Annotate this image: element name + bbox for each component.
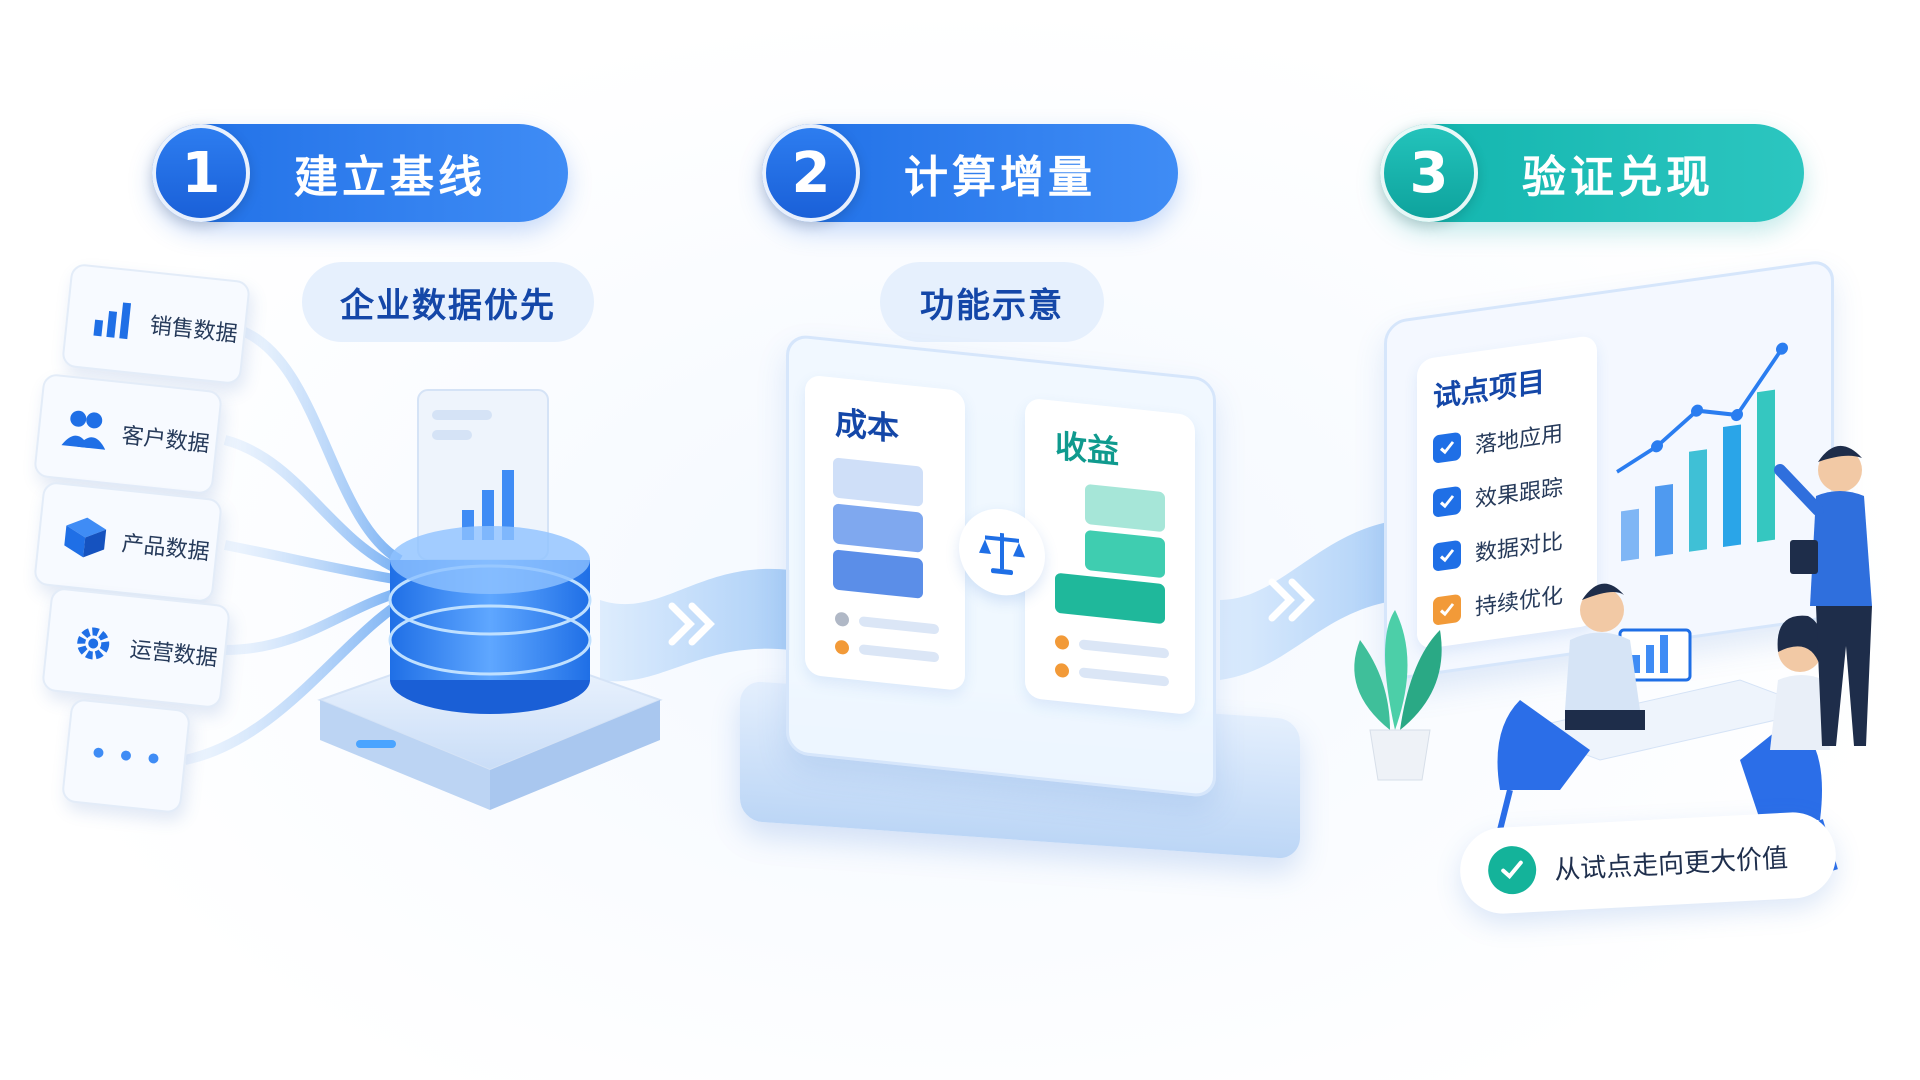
- step-2-number: 2: [762, 124, 860, 222]
- source-label: 产品数据: [120, 531, 211, 566]
- step-2-label: 计算增量: [904, 152, 1096, 203]
- step-1-number: 1: [152, 124, 250, 222]
- cube-icon: [60, 512, 111, 563]
- step-2-pill: 2 计算增量: [762, 124, 1178, 222]
- team-illustration: [1354, 445, 1872, 871]
- source-label: 运营数据: [128, 637, 219, 672]
- gear-icon: [68, 618, 119, 669]
- pilot-list-card: 试点项目 落地应用 效果跟踪 数据对比 持续优化: [1417, 334, 1597, 650]
- more-icon: • • •: [87, 735, 165, 777]
- check-circle-icon: [1486, 844, 1538, 896]
- step-3-label: 验证兑现: [1522, 152, 1714, 203]
- database-illustration: [317, 389, 663, 810]
- source-card-product: 产品数据: [33, 480, 223, 604]
- balance-scale-icon: [959, 504, 1045, 600]
- banner-text: 从试点走向更大价值: [1553, 843, 1789, 886]
- pilot-item-1: 落地应用: [1433, 415, 1563, 465]
- value-banner: 从试点走向更大价值: [1458, 810, 1838, 916]
- checkbox-checked-icon: [1433, 485, 1461, 518]
- source-card-customer: 客户数据: [33, 372, 223, 496]
- growth-chart-icon: [1616, 342, 1788, 562]
- compare-panel: 成本 收益: [786, 333, 1216, 799]
- checkbox-checked-icon: [1433, 431, 1461, 464]
- step-1-label: 建立基线: [294, 152, 486, 203]
- bar-chart-icon: [88, 294, 139, 345]
- cost-card: 成本: [805, 374, 965, 692]
- source-card-more: • • •: [60, 698, 192, 814]
- source-card-operations: 运营数据: [41, 586, 231, 710]
- pilot-item-3: 数据对比: [1433, 523, 1563, 573]
- step-1-pill: 1 建立基线: [152, 124, 568, 222]
- pilot-item-2: 效果跟踪: [1433, 469, 1563, 519]
- users-icon: [60, 404, 111, 455]
- step-2-subtitle: 功能示意: [880, 262, 1104, 342]
- cost-label: 成本: [835, 403, 900, 449]
- checkbox-checked-icon: [1433, 539, 1461, 572]
- step-3-pill: 3 验证兑现: [1380, 124, 1804, 222]
- source-card-sales: 销售数据: [61, 262, 251, 386]
- benefit-label: 收益: [1055, 426, 1120, 472]
- source-label: 销售数据: [148, 313, 239, 348]
- step-1-subtitle: 企业数据优先: [302, 262, 594, 342]
- benefit-card: 收益: [1025, 397, 1195, 716]
- checkbox-checked-icon: [1433, 593, 1461, 626]
- pilot-title: 试点项目: [1433, 364, 1546, 414]
- source-label: 客户数据: [120, 423, 211, 458]
- step-3-number: 3: [1380, 124, 1478, 222]
- pilot-screen: 试点项目 落地应用 效果跟踪 数据对比 持续优化: [1384, 258, 1834, 682]
- pilot-item-4: 持续优化: [1433, 577, 1563, 627]
